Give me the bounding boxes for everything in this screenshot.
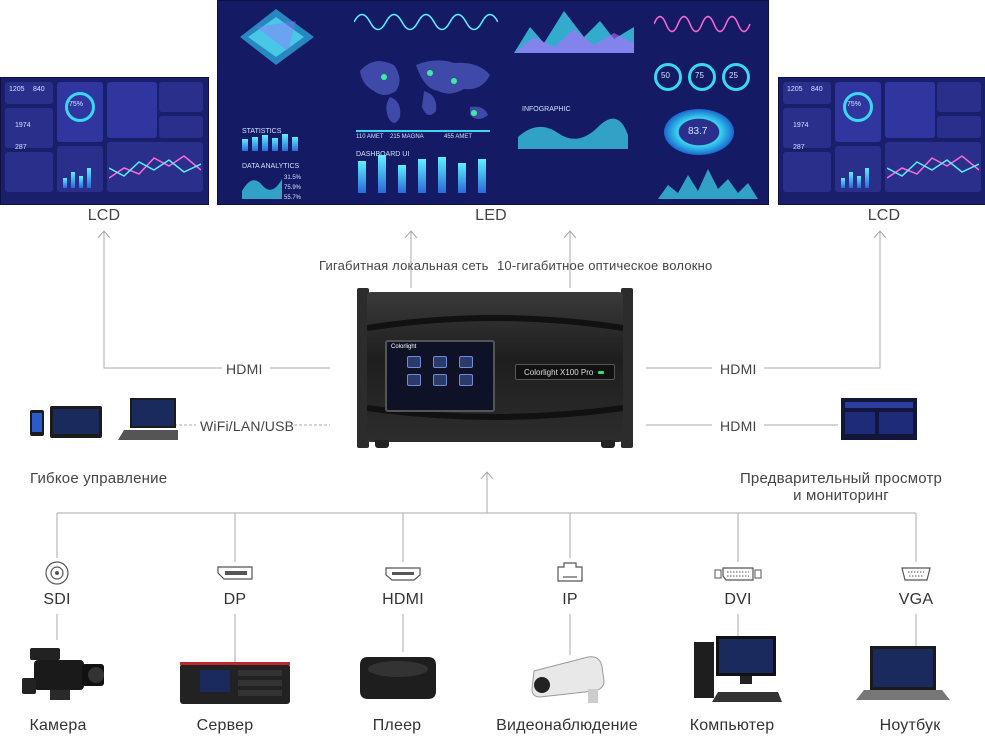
screen-ring-chart [688, 63, 716, 91]
dvi-port-icon [714, 567, 762, 581]
gauge-value: 83.7 [688, 126, 708, 137]
screen-stat: 75% [69, 101, 84, 108]
area-chart [518, 118, 628, 149]
hdmi-right-top-label: HDMI [720, 361, 757, 377]
device-label-player: Плеер [372, 717, 422, 734]
device-label-camera: Камера [29, 717, 87, 734]
center-led-screen: STATISTICS DATA ANALYTICS 31.5% 75.9% 55… [217, 0, 769, 205]
left-lcd-label: LCD [87, 207, 121, 224]
screen-stat: 1205 [9, 86, 25, 93]
sdi-port-icon [45, 561, 69, 585]
mountain-chart [514, 11, 634, 53]
phone-tablet-laptop-icon [30, 398, 178, 440]
player-icon [360, 657, 436, 699]
laptop-icon [856, 646, 950, 700]
ip-port-icon [557, 562, 583, 582]
preview-label-line1: Предварительный просмотр [739, 470, 943, 487]
hdmi-port-icon [385, 567, 421, 581]
preview-label-line2: и мониторинг [793, 487, 889, 504]
port-label-dvi: DVI [724, 591, 752, 608]
screen-percent: 55.7% [284, 195, 302, 201]
world-map [360, 60, 490, 123]
processor-brand: Colorlight [391, 344, 417, 350]
right-lcd-label: LCD [867, 207, 901, 224]
screen-stat: 1205 [787, 86, 803, 93]
port-label-vga: VGA [898, 591, 934, 608]
gigabit-lan-label: Гигабитная локальная сеть [319, 258, 489, 273]
led-label: LED [475, 207, 507, 224]
port-label-hdmi: HDMI [382, 591, 424, 608]
screen-heading: STATISTICS [242, 128, 282, 135]
screen-percent: 31.5% [284, 175, 302, 181]
server-icon [180, 662, 290, 704]
left-lcd-screen: 1205 840 1974 287 75% [0, 77, 209, 205]
model-name: Colorlight X100 Pro [524, 368, 594, 377]
screen-heading: DASHBOARD UI [356, 151, 410, 158]
flexible-control-label: Гибкое управление [30, 470, 168, 487]
port-label-dp: DP [223, 591, 247, 608]
camera-icon [22, 648, 104, 700]
screen-stat: 840 [33, 86, 45, 93]
screen-stat: 1974 [793, 122, 809, 129]
screen-ring-chart [654, 63, 682, 91]
device-label-laptop: Ноутбук [879, 717, 941, 734]
dp-port-icon [217, 566, 253, 580]
screen-percent: 75.9% [284, 185, 302, 191]
port-label-sdi: SDI [43, 591, 71, 608]
map-value: 215 MAGNA [390, 134, 424, 140]
device-label-computer: Компьютер [689, 717, 775, 734]
vga-port-icon [901, 567, 931, 581]
screen-stat: 287 [15, 144, 27, 151]
screen-ring-value: 25 [729, 71, 738, 80]
screen-stat: 75% [847, 101, 862, 108]
screen-ring-chart [65, 92, 95, 122]
hdmi-right-bottom-label: HDMI [720, 418, 757, 434]
hdmi-left-label: HDMI [226, 361, 263, 377]
map-value: 110 AMET [356, 134, 384, 140]
screen-heading: DATA ANALYTICS [242, 163, 300, 170]
screen-ring-value: 50 [661, 71, 670, 80]
device-label-cctv: Видеонаблюдение [496, 717, 638, 734]
crystal-graphic [240, 9, 314, 65]
screen-ring-value: 75 [695, 71, 704, 80]
wifi-lan-usb-label: WiFi/LAN/USB [200, 418, 295, 434]
screen-ring-chart [722, 63, 750, 91]
monitor-preview-icon [841, 398, 917, 440]
model-nameplate: Colorlight X100 Pro [515, 364, 615, 380]
map-value: 455 AMET [444, 134, 473, 140]
video-processor: Colorlight Colorlight X100 Pro [357, 288, 633, 448]
screen-stat: 1974 [15, 122, 31, 129]
port-label-ip: IP [562, 591, 578, 608]
right-lcd-screen: 1205 840 1974 287 75% [778, 77, 985, 205]
cctv-camera-icon [531, 656, 605, 703]
status-led [598, 371, 604, 374]
touch-screen: Colorlight [385, 340, 495, 412]
screen-heading: INFOGRAPHIC [522, 106, 571, 113]
screen-stat: 287 [793, 144, 805, 151]
computer-icon [694, 636, 782, 702]
big-gauge [664, 109, 734, 155]
screen-stat: 840 [811, 86, 823, 93]
wave-chart [354, 13, 498, 31]
fiber-label: 10-гигабитное оптическое волокно [497, 258, 713, 273]
device-label-server: Сервер [196, 717, 254, 734]
screen-ring-chart [843, 92, 873, 122]
